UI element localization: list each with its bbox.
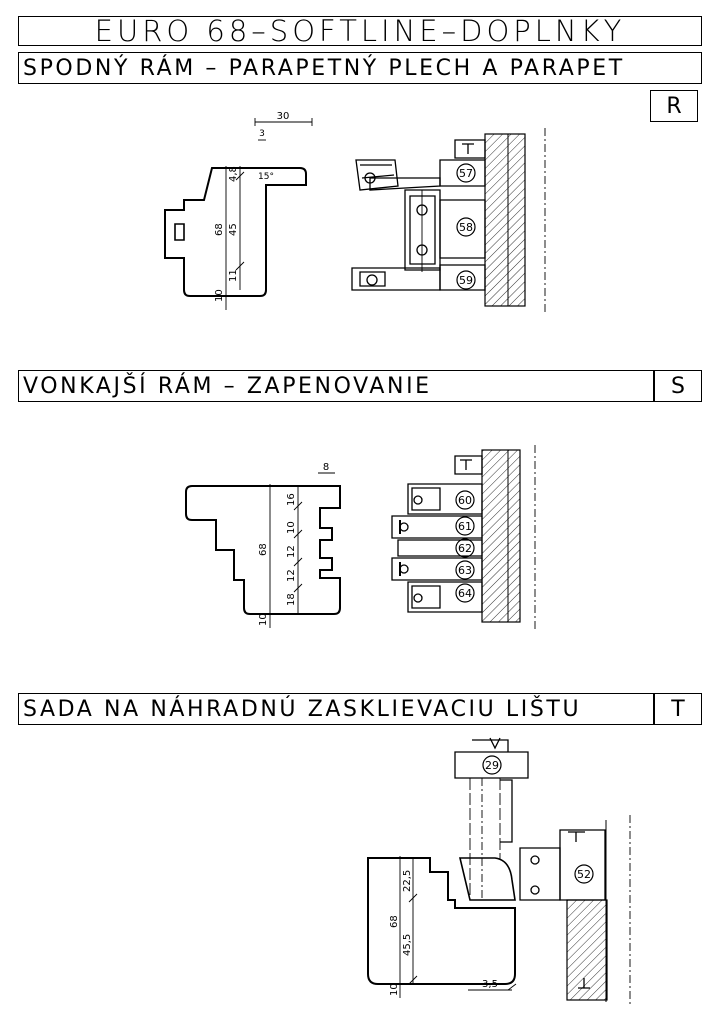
tool-number: 29 <box>485 759 499 772</box>
section-title-s: VONKAJŠÍ RÁM – ZAPENOVANIE <box>18 370 654 402</box>
tool-number: 64 <box>458 587 472 600</box>
tool-marker-57 <box>456 163 476 183</box>
tool-number: 58 <box>459 221 473 234</box>
dimension-label: 4,8 <box>228 166 239 182</box>
tool-marker-64 <box>455 583 475 603</box>
tool-marker-59 <box>456 270 476 290</box>
dimension-label: 11 <box>228 269 239 282</box>
tool-number: 57 <box>459 167 473 180</box>
dimension-label: 10 <box>258 613 269 626</box>
tool-marker-29 <box>482 755 502 775</box>
dimension-label: 10 <box>214 289 225 302</box>
tool-number: 61 <box>458 520 472 533</box>
dimension-label: 3,5 <box>482 979 498 990</box>
dimension-label: 10 <box>286 521 297 534</box>
dimension-label: 30 <box>277 111 290 122</box>
angle-label: 15° <box>258 172 274 182</box>
profile-drawing-r <box>164 118 313 310</box>
tool-marker-58 <box>456 217 476 237</box>
dimension-label: 12 <box>286 545 297 558</box>
tool-number: 62 <box>458 542 472 555</box>
dimension-label: 45 <box>228 223 239 236</box>
tool-number: 63 <box>458 564 472 577</box>
tool-number: 60 <box>458 494 472 507</box>
tool-assembly-s <box>391 445 536 630</box>
tool-marker-63 <box>455 560 475 580</box>
dimension-label: 10 <box>389 983 400 996</box>
dimension-label: 68 <box>389 915 400 928</box>
document-title: EURO 68–SOFTLINE–DOPLNKY <box>18 16 702 46</box>
dimension-label: 18 <box>286 593 297 606</box>
dimension-label: 22,5 <box>402 870 413 892</box>
dimension-label: 12 <box>286 569 297 582</box>
section-title-r: SPODNÝ RÁM – PARAPETNÝ PLECH A PARAPET <box>18 52 702 84</box>
dimension-label: 68 <box>258 543 269 556</box>
tool-assembly-t <box>454 737 631 1005</box>
section-code-s: S <box>654 370 702 402</box>
tool-number: 52 <box>577 868 591 881</box>
dimension-label: 3 <box>259 129 265 139</box>
tool-marker-61 <box>455 516 475 536</box>
profile-drawing-t <box>367 856 517 998</box>
section-code-t: T <box>654 693 702 725</box>
profile-drawing-s <box>185 472 341 628</box>
tool-marker-60 <box>455 490 475 510</box>
tool-marker-62 <box>455 538 475 558</box>
tool-assembly-r <box>351 128 546 312</box>
dimension-label: 8 <box>323 462 329 473</box>
tool-number: 59 <box>459 274 473 287</box>
section-title-t: SADA NA NÁHRADNÚ ZASKLIEVACIU LIŠTU <box>18 693 654 725</box>
section-code-r: R <box>650 90 698 122</box>
dimension-label: 68 <box>214 223 225 236</box>
dimension-label: 45,5 <box>402 934 413 956</box>
dimension-label: 16 <box>286 493 297 506</box>
tool-marker-52 <box>574 864 594 884</box>
